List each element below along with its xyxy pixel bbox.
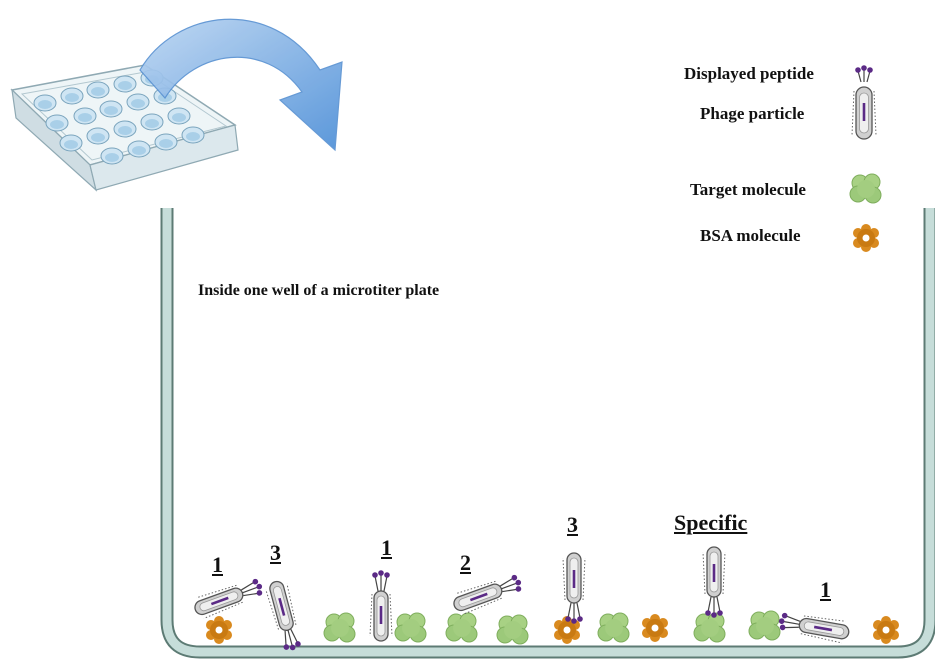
legend-bsa-icon (853, 224, 879, 252)
target-molecule (693, 612, 726, 643)
phage-particle (776, 609, 852, 645)
well-container (160, 208, 935, 659)
specific-label: Specific (674, 510, 748, 535)
legend-peptide-icon (855, 65, 873, 83)
binding-label: 1 (212, 552, 223, 577)
phage-particle (702, 546, 726, 619)
binding-label: 1 (820, 577, 831, 602)
bsa-molecule (206, 616, 232, 644)
target-molecule (394, 612, 427, 643)
target-molecule (323, 612, 356, 643)
binding-label: 3 (567, 512, 578, 537)
binding-label: 2 (460, 550, 471, 575)
legend-target-icon (849, 173, 882, 204)
well-caption: Inside one well of a microtiter plate (198, 282, 440, 299)
legend-displayed-peptide-label: Displayed peptide (684, 64, 814, 83)
microtiter-plate-icon (10, 64, 239, 192)
legend-phage-icon (851, 86, 877, 140)
legend-target-molecule-label: Target molecule (690, 180, 806, 199)
target-molecule (748, 610, 781, 641)
bsa-molecule (873, 616, 899, 644)
target-molecule (496, 614, 529, 645)
legend-phage-particle-label: Phage particle (700, 104, 805, 123)
phage-particle (369, 569, 393, 642)
bsa-molecule (642, 614, 668, 642)
target-molecule (597, 612, 630, 643)
legend-bsa-molecule-label: BSA molecule (700, 226, 801, 245)
target-molecule (445, 612, 478, 643)
binding-label: 3 (270, 540, 281, 565)
phage-particle (190, 574, 267, 621)
phage-particle (449, 570, 526, 617)
phage-particle (562, 552, 586, 625)
phage-particle (263, 578, 305, 654)
curved-arrow-icon (139, 18, 343, 152)
binding-label: 1 (381, 535, 392, 560)
